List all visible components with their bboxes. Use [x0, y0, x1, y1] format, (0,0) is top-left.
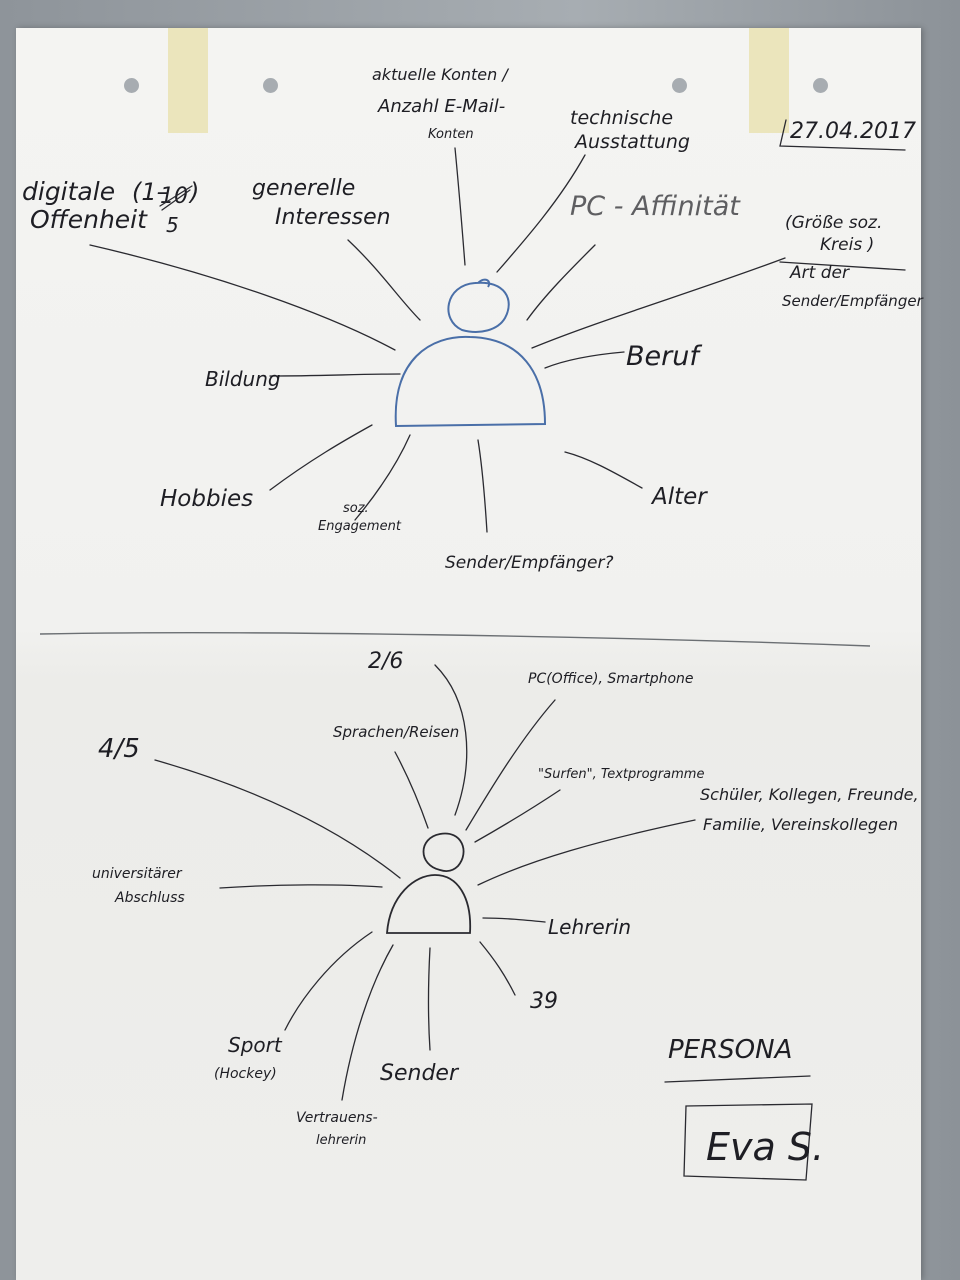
label-alter: Alter: [650, 484, 708, 510]
connector-lines-bottom: [154, 664, 696, 1101]
label-art-1: Art der: [789, 263, 850, 283]
label-scale-open: (1–: [132, 178, 169, 206]
label-groesse-1: (Größe soz.: [785, 213, 882, 233]
label-offenheit: Offenheit: [30, 205, 148, 234]
label-konten-3: Konten: [428, 127, 474, 142]
label-soz-2: Engagement: [318, 519, 402, 534]
date-bracket: [779, 119, 906, 151]
label-schueler-2: Familie, Vereinskollegen: [703, 815, 898, 834]
punch-hole: [672, 78, 687, 93]
label-uni-1: universitärer: [92, 866, 183, 882]
label-uni-2: Abschluss: [114, 890, 185, 906]
strike-line: [779, 261, 906, 271]
persona-figure-bottom: [386, 832, 472, 934]
label-bildung: Bildung: [205, 367, 281, 391]
label-sport-1: Sport: [228, 1033, 283, 1057]
connector-lines-top: [89, 147, 786, 533]
label-scale-close: ): [188, 178, 199, 206]
label-age: 39: [530, 989, 558, 1014]
label-technische: technische: [570, 107, 673, 129]
tape-strip-left: [168, 28, 208, 133]
flipchart-paper: [16, 28, 921, 1280]
tape-strip-right: [749, 28, 789, 133]
label-generelle: generelle: [252, 176, 355, 201]
label-scale-new: 5: [166, 213, 179, 237]
label-pc-office: PC(Office), Smartphone: [528, 671, 694, 687]
date-label: 27.04.2017: [790, 119, 916, 144]
label-vertrauens-1: Vertrauens-: [296, 1110, 378, 1126]
fold-line: [39, 632, 871, 647]
label-lehrerin: Lehrerin: [548, 915, 631, 939]
label-pc-affinitaet: PC - Affinität: [570, 191, 741, 222]
label-surfen: "Surfen", Textprogramme: [538, 767, 704, 782]
persona-figure-top: [394, 278, 547, 428]
label-score-26: 2/6: [368, 649, 403, 674]
label-art-2: Sender/Empfänger: [782, 292, 924, 310]
name-box: [683, 1103, 813, 1181]
label-groesse-2: Kreis ): [820, 235, 874, 255]
label-sender: Sender: [380, 1061, 460, 1086]
punch-hole: [124, 78, 139, 93]
head-icon: [422, 832, 465, 873]
label-hobbies: Hobbies: [160, 486, 253, 512]
punch-hole: [263, 78, 278, 93]
label-konten-2: Anzahl E-Mail-: [377, 96, 505, 117]
punch-hole: [813, 78, 828, 93]
persona-title: PERSONA: [668, 1035, 792, 1065]
label-score-45: 4/5: [98, 734, 140, 764]
label-konten-1: aktuelle Konten /: [372, 65, 509, 84]
persona-name: Eva S.: [706, 1125, 824, 1169]
label-interessen: Interessen: [275, 205, 391, 230]
body-icon: [394, 335, 547, 428]
label-sprachen: Sprachen/Reisen: [333, 723, 459, 741]
body-icon: [386, 874, 472, 934]
head-icon: [447, 278, 510, 333]
label-digitale: digitale: [22, 177, 115, 206]
label-sender-empfaenger: Sender/Empfänger?: [445, 553, 614, 573]
label-sport-2: (Hockey): [214, 1066, 277, 1082]
label-schueler-1: Schüler, Kollegen, Freunde,: [700, 785, 919, 804]
label-soz-1: soz.: [343, 501, 369, 516]
strike-icon: [159, 185, 193, 211]
label-ausstattung: Ausstattung: [573, 131, 690, 153]
persona-underline: [664, 1075, 811, 1083]
label-vertrauens-2: lehrerin: [316, 1133, 366, 1148]
label-beruf: Beruf: [626, 341, 702, 372]
